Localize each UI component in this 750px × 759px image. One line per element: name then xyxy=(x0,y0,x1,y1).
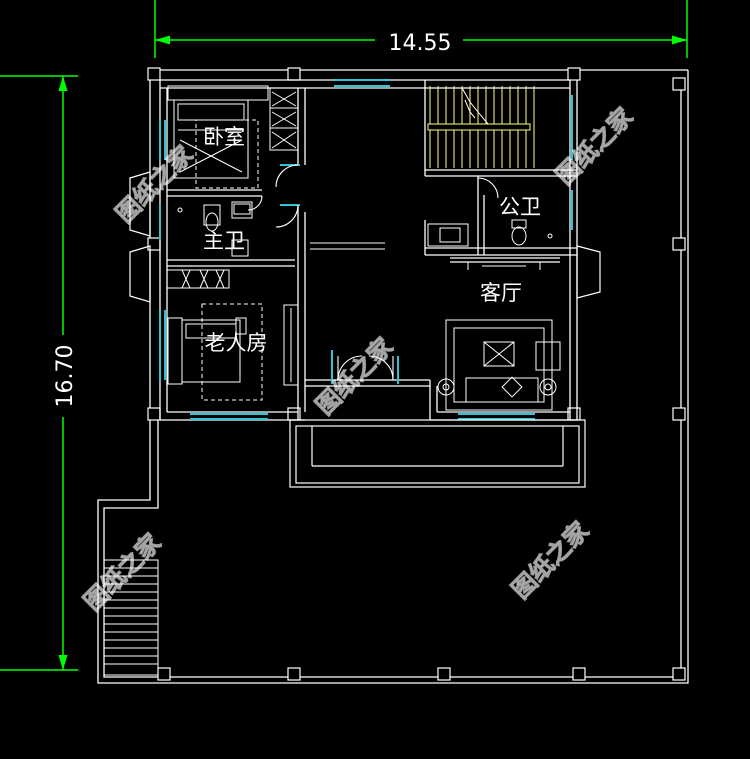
watermark-5: 图纸之家 xyxy=(507,517,595,605)
room-label-master-bath: 主卫 xyxy=(203,229,245,253)
public-bath-fixtures xyxy=(427,219,553,247)
watermark-3: 图纸之家 xyxy=(551,103,639,191)
entry-steps xyxy=(289,419,586,488)
watermark-1: 图纸之家 xyxy=(111,141,199,229)
columns xyxy=(147,67,686,681)
watermark-4: 图纸之家 xyxy=(79,529,167,617)
height-dimension-label: 16.70 xyxy=(53,345,78,408)
room-label-living-room: 客厅 xyxy=(480,281,522,305)
room-label-public-bath: 公卫 xyxy=(499,195,541,219)
bedroom-wardrobe xyxy=(269,87,299,151)
width-dimension-label: 14.55 xyxy=(389,31,452,56)
watermark-2: 图纸之家 xyxy=(311,333,399,421)
living-room-sofa-set xyxy=(437,262,561,411)
terrace-stairs xyxy=(103,559,159,676)
bay-windows xyxy=(129,171,601,303)
bedroom-bed xyxy=(167,85,269,189)
staircase xyxy=(427,86,535,168)
master-bath-fixtures xyxy=(177,201,253,257)
room-label-bedroom: 卧室 xyxy=(203,125,245,149)
windows xyxy=(159,79,573,420)
room-label-elder-room: 老人房 xyxy=(205,331,268,355)
partition-screen xyxy=(283,242,385,386)
elder-room-furniture xyxy=(166,269,263,401)
